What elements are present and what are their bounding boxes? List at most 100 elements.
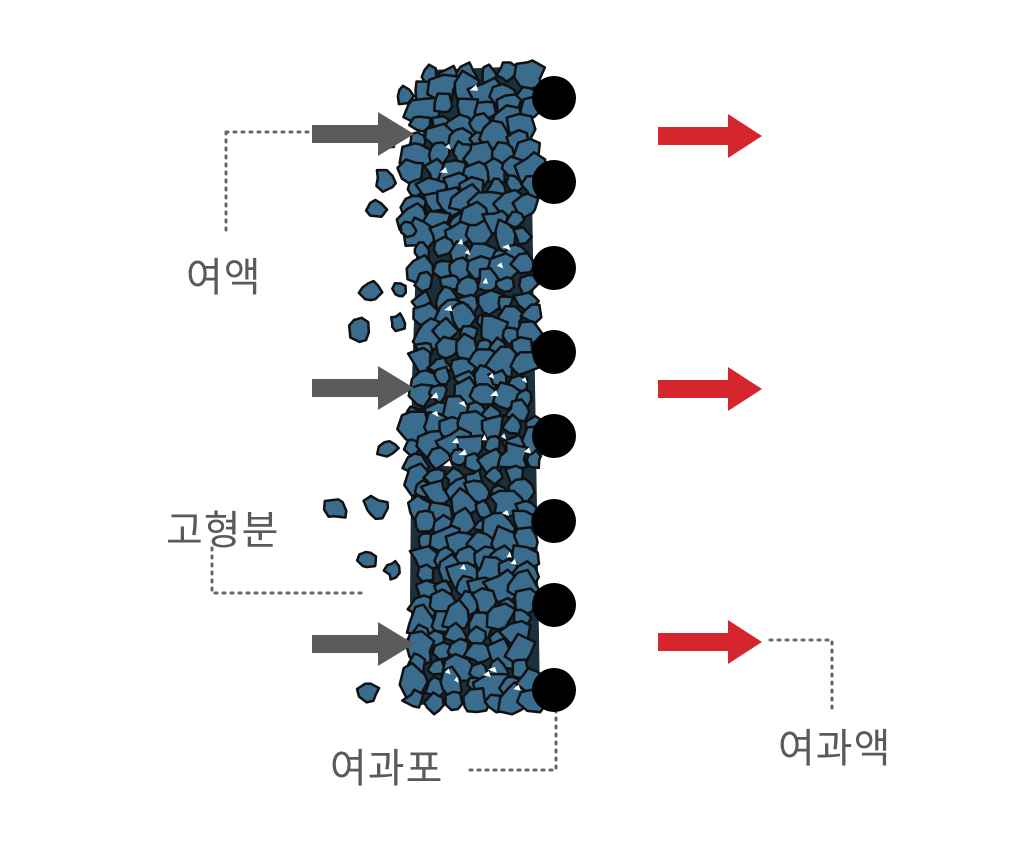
cake-gap (501, 433, 507, 440)
solid-particle (483, 466, 504, 486)
gray-right-arrow-icon (312, 622, 414, 666)
cake-gap (513, 684, 521, 691)
solid-particle (433, 92, 454, 114)
solid-particle (375, 168, 398, 193)
output-arrows (658, 114, 762, 664)
solid-particle (382, 559, 401, 581)
cake-gap (496, 262, 504, 269)
cake-gap (524, 447, 532, 454)
cake-gap (457, 238, 464, 245)
solid-particle (391, 281, 408, 298)
solid-particle (413, 270, 434, 293)
solid-particle (496, 681, 528, 716)
solid-particle (413, 509, 439, 533)
cake-gap (469, 84, 479, 91)
cake-gap (442, 460, 452, 467)
solid-particle (364, 198, 389, 218)
cake-gap (439, 167, 448, 174)
cake-gap (506, 551, 512, 558)
solid-particle (399, 220, 418, 239)
cake-gap (501, 510, 510, 517)
cake-gap (444, 305, 453, 312)
leader-line-filtrate-liquid (224, 130, 312, 234)
filter-cloth-fiber-icon (532, 160, 576, 204)
red-right-arrow-icon (658, 367, 762, 411)
cake-gap (490, 390, 499, 397)
cake-gap (488, 372, 495, 379)
label-filter-cloth: 여과포 (330, 746, 444, 792)
solid-particle (396, 84, 416, 106)
solid-particle (362, 494, 390, 521)
cake-gap (482, 277, 489, 284)
gray-right-arrow-icon (312, 366, 414, 410)
solid-particle (400, 688, 425, 709)
cake-gap (431, 411, 439, 418)
solid-particle (444, 690, 464, 712)
solid-particle (468, 383, 500, 406)
solid-particle (461, 687, 490, 714)
filter-cloth-fiber-icon (532, 330, 576, 374)
cake-gap (458, 449, 467, 456)
solid-particle (512, 225, 534, 246)
solid-particle (509, 251, 535, 275)
gray-right-arrow-icon (312, 112, 414, 156)
solid-particle (407, 115, 432, 133)
solid-particle (322, 498, 348, 519)
cake-gap (444, 668, 451, 675)
leader-line-filter-cloth (468, 700, 558, 772)
solid-particle (427, 383, 449, 406)
solid-particle (415, 563, 435, 583)
cake-gap (464, 249, 471, 256)
filter-cloth-fiber-icon (532, 246, 576, 290)
solid-particle (432, 365, 452, 386)
solid-particle (355, 550, 378, 569)
cake-gap (483, 671, 491, 678)
cake-gap (453, 676, 460, 683)
cake-gap (459, 563, 466, 570)
solid-particle (389, 312, 407, 333)
solid-particle (407, 383, 434, 409)
filter-cloth-fiber-icon (532, 414, 576, 458)
solid-particle (355, 682, 381, 704)
solid-particle (512, 525, 539, 550)
solid-particle (484, 345, 518, 379)
leader-line-solids (210, 546, 364, 595)
label-filtrate: 여과액 (778, 726, 892, 772)
cake-gap (501, 244, 511, 251)
solid-particle (525, 448, 543, 470)
solid-particle (426, 445, 453, 471)
solid-particle (434, 335, 462, 361)
solid-particle (375, 439, 400, 458)
filter-cloth-fiber-icon (532, 583, 576, 627)
solid-particle (347, 316, 371, 344)
solid-particle (494, 275, 516, 294)
filter-cloth-fiber-icon (532, 76, 576, 120)
feed-arrows (312, 112, 414, 666)
cake-gap (451, 437, 460, 444)
cake-gap (445, 143, 452, 150)
filter-cloth-fiber-icon (532, 499, 576, 543)
solid-particle (426, 657, 447, 676)
red-right-arrow-icon (658, 620, 762, 664)
cake-gap (481, 434, 487, 441)
leader-lines (210, 130, 834, 772)
red-right-arrow-icon (658, 114, 762, 158)
cake-gap (510, 558, 517, 565)
filter-cloth (532, 76, 576, 712)
cake-gap (430, 392, 439, 399)
cake-gap (487, 666, 497, 673)
cake-gap (458, 400, 467, 407)
leader-line-filtrate (768, 638, 834, 712)
filter-cloth-fiber-icon (532, 668, 576, 712)
solid-particle (357, 279, 384, 302)
solid-particle-cake (322, 59, 549, 716)
cake-gap (521, 377, 528, 384)
label-solids: 고형분 (166, 508, 280, 554)
solid-particle (500, 413, 523, 436)
solid-particle (495, 61, 521, 83)
solid-particle (504, 210, 526, 229)
solid-particle (422, 691, 445, 716)
label-filtrate-liquid: 여액 (186, 255, 262, 301)
